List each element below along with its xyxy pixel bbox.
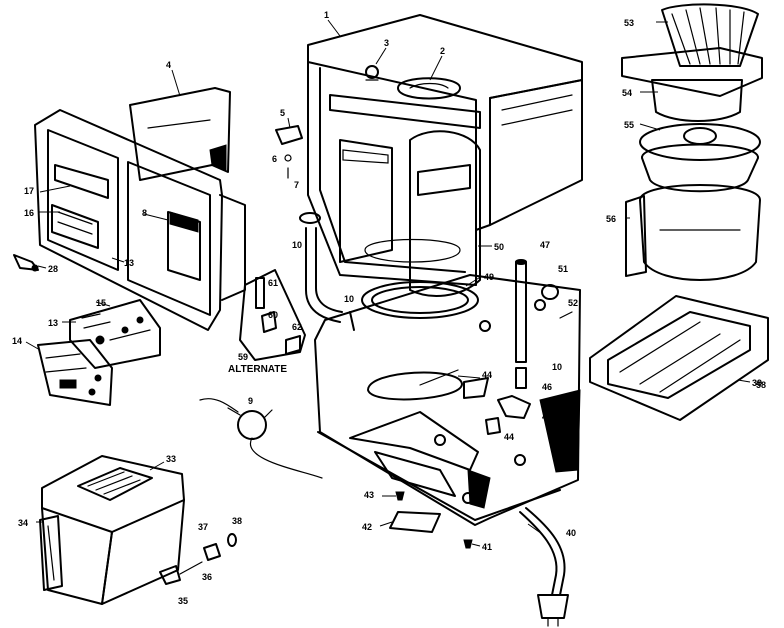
label-28: 28 <box>48 264 58 274</box>
label-59: 59 <box>238 352 248 362</box>
part-40-cord <box>519 507 569 627</box>
tubes <box>299 212 479 331</box>
label-39: 39 <box>752 378 762 388</box>
label-40: 40 <box>566 528 576 538</box>
alternate-bracket <box>239 269 306 361</box>
label-61: 61 <box>268 278 278 288</box>
label-44a: 44 <box>482 370 492 380</box>
label-37: 37 <box>198 522 208 532</box>
label-41: 41 <box>482 542 492 552</box>
label-50: 50 <box>494 242 504 252</box>
label-46: 46 <box>542 382 552 392</box>
label-4: 4 <box>166 60 171 70</box>
label-10c: 10 <box>552 362 562 372</box>
part-58-filter-pack <box>589 295 769 421</box>
alternate-label: ALTERNATE <box>228 364 287 375</box>
valve-parts <box>159 533 237 585</box>
label-7: 7 <box>294 180 299 190</box>
label-1: 1 <box>324 10 329 20</box>
label-34: 34 <box>18 518 28 528</box>
label-13a: 13 <box>124 258 134 268</box>
base-screws <box>395 491 473 549</box>
label-8: 8 <box>142 208 147 218</box>
label-38: 38 <box>232 516 242 526</box>
label-43: 43 <box>364 490 374 500</box>
screw-assembly <box>275 125 303 179</box>
label-9: 9 <box>248 396 253 406</box>
label-10b: 10 <box>344 294 354 304</box>
part-4-panel <box>129 87 231 181</box>
label-60: 60 <box>268 310 278 320</box>
label-33: 33 <box>166 454 176 464</box>
label-17: 17 <box>24 186 34 196</box>
part-42-pad <box>389 511 441 533</box>
filter-basket-assembly <box>621 3 763 281</box>
label-62: 62 <box>292 322 302 332</box>
circuit-board-14 <box>37 339 113 406</box>
label-16: 16 <box>24 208 34 218</box>
label-58: 58 <box>756 380 766 390</box>
part-28-plug <box>13 254 39 272</box>
part-47-tube <box>463 259 531 435</box>
leader-lines <box>25 19 751 547</box>
ring-51 <box>541 284 573 319</box>
label-10a: 10 <box>292 240 302 250</box>
label-44b: 44 <box>504 432 514 442</box>
label-15: 15 <box>96 298 106 308</box>
label-56: 56 <box>606 214 616 224</box>
front-frame <box>34 109 246 331</box>
label-47: 47 <box>540 240 550 250</box>
label-5: 5 <box>280 108 285 118</box>
circuit-board-15 <box>69 299 161 369</box>
label-36: 36 <box>202 572 212 582</box>
label-35: 35 <box>178 596 188 606</box>
label-2: 2 <box>440 46 445 56</box>
label-13b: 13 <box>48 318 58 328</box>
main-housing <box>307 14 583 297</box>
part-labels: 1 2 3 4 5 6 7 8 10 10 10 13 13 14 15 16 … <box>12 10 766 606</box>
label-55: 55 <box>624 120 634 130</box>
label-51: 51 <box>558 264 568 274</box>
label-52: 52 <box>568 298 578 308</box>
label-14: 14 <box>12 336 22 346</box>
label-53: 53 <box>624 18 634 28</box>
label-3: 3 <box>384 38 389 48</box>
label-54: 54 <box>622 88 632 98</box>
water-tank <box>39 455 185 605</box>
base-plate <box>314 274 581 526</box>
part-9-thermostat <box>199 398 323 479</box>
part-3-button <box>365 65 379 81</box>
label-6: 6 <box>272 154 277 164</box>
label-45: 45 <box>542 412 552 422</box>
label-42: 42 <box>362 522 372 532</box>
label-49: 49 <box>484 272 494 282</box>
